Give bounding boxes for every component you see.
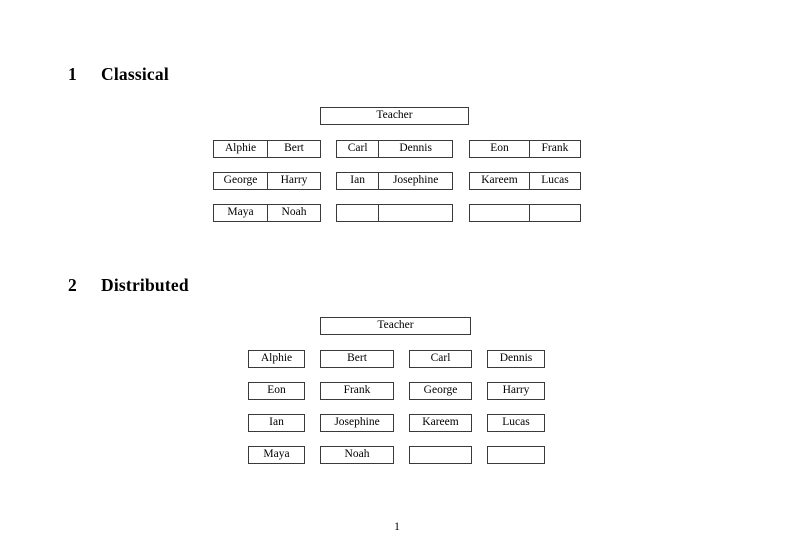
classical-cell[interactable]: George [214,173,268,189]
distributed-box[interactable]: Harry [487,382,545,400]
section-1-title: Classical [101,64,169,84]
classical-group-1-row-2[interactable]: George Harry [213,172,321,190]
page-number: 1 [394,521,400,533]
distributed-box[interactable]: George [409,382,472,400]
classical-cell[interactable]: Alphie [214,141,268,157]
classical-cell[interactable]: Noah [281,206,307,219]
distributed-teacher-box[interactable]: Teacher [320,317,471,335]
classical-cell[interactable]: Maya [214,205,268,221]
section-2-number: 2 [68,275,77,295]
classical-cell[interactable]: Bert [284,142,304,155]
distributed-box[interactable]: Carl [409,350,472,368]
classical-group-2-row-3[interactable] [336,204,453,222]
classical-cell[interactable] [530,205,580,221]
distributed-box[interactable]: Noah [320,446,394,464]
distributed-box[interactable]: Kareem [409,414,472,432]
distributed-box[interactable]: Alphie [248,350,305,368]
classical-group-3-row-1[interactable]: Eon Frank [469,140,581,158]
section-2-title: Distributed [101,275,189,295]
distributed-box[interactable]: Eon [248,382,305,400]
classical-cell[interactable]: Kareem [470,173,530,189]
distributed-box[interactable]: Dennis [487,350,545,368]
classical-cell[interactable]: Dennis [399,142,432,155]
classical-group-3-row-3[interactable] [469,204,581,222]
distributed-box[interactable]: Lucas [487,414,545,432]
distributed-box[interactable]: Frank [320,382,394,400]
distributed-box[interactable] [487,446,545,464]
classical-cell[interactable] [337,205,380,221]
classical-cell[interactable]: Ian [337,173,380,189]
distributed-box[interactable] [409,446,472,464]
classical-cell[interactable]: Frank [541,142,569,155]
distributed-box[interactable]: Bert [320,350,394,368]
classical-cell[interactable]: Eon [470,141,530,157]
classical-group-1-row-1[interactable]: Alphie Bert [213,140,321,158]
section-1-number: 1 [68,64,77,84]
classical-cell[interactable] [379,205,452,221]
classical-cell[interactable]: Josephine [392,174,439,187]
distributed-box[interactable]: Maya [248,446,305,464]
classical-teacher-box[interactable]: Teacher [320,107,469,125]
classical-cell[interactable] [470,205,530,221]
classical-group-2-row-1[interactable]: Carl Dennis [336,140,453,158]
distributed-box[interactable]: Josephine [320,414,394,432]
distributed-box[interactable]: Ian [248,414,305,432]
classical-cell[interactable]: Carl [337,141,380,157]
classical-group-3-row-2[interactable]: Kareem Lucas [469,172,581,190]
classical-cell[interactable]: Lucas [541,174,569,187]
classical-group-2-row-2[interactable]: Ian Josephine [336,172,453,190]
classical-cell[interactable]: Harry [280,174,308,187]
classical-group-1-row-3[interactable]: Maya Noah [213,204,321,222]
